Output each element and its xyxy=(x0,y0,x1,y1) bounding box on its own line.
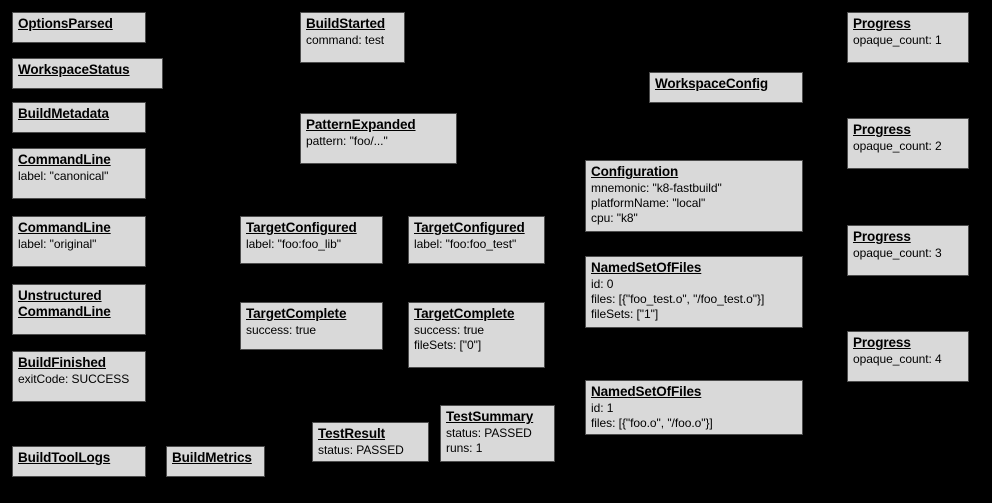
node-title: TestResult xyxy=(318,426,386,441)
node-fields: label: "canonical" xyxy=(18,169,109,184)
node-title: BuildMetadata xyxy=(18,106,109,121)
node-build-tool-logs[interactable]: BuildToolLogs xyxy=(12,446,146,477)
node-fields: command: test xyxy=(306,33,385,48)
node-test-summary[interactable]: TestSummary status: PASSED runs: 1 xyxy=(440,405,555,462)
node-title: PatternExpanded xyxy=(306,117,416,132)
node-build-metrics[interactable]: BuildMetrics xyxy=(166,446,265,477)
node-workspace-status[interactable]: WorkspaceStatus xyxy=(12,58,163,89)
node-named-set-of-files-1[interactable]: NamedSetOfFiles id: 1 files: [{"foo.o", "… xyxy=(585,380,803,435)
node-title: BuildStarted xyxy=(306,16,386,31)
node-title: NamedSetOfFiles xyxy=(591,260,702,275)
node-title: Progress xyxy=(853,229,911,244)
node-title: TestSummary xyxy=(446,409,534,424)
node-title: OptionsParsed xyxy=(18,16,113,31)
node-title: Progress xyxy=(853,122,911,137)
node-title: Progress xyxy=(853,16,911,31)
node-target-complete-lib[interactable]: TargetComplete success: true xyxy=(240,302,383,350)
node-target-configured-test[interactable]: TargetConfigured label: "foo:foo_test" xyxy=(408,216,545,264)
node-fields: exitCode: SUCCESS xyxy=(18,372,130,387)
node-title: BuildFinished xyxy=(18,355,106,370)
node-fields: success: true xyxy=(246,323,317,338)
node-fields: pattern: "foo/..." xyxy=(306,134,388,149)
node-fields: id: 0 files: [{"foo_test.o", "/foo_test.… xyxy=(591,277,765,321)
node-command-line-canonical[interactable]: CommandLine label: "canonical" xyxy=(12,148,146,199)
node-progress-2[interactable]: Progress opaque_count: 2 xyxy=(847,118,969,169)
node-progress-4[interactable]: Progress opaque_count: 4 xyxy=(847,331,969,382)
node-fields: id: 1 files: [{"foo.o", "/foo.o"}] xyxy=(591,401,713,431)
node-title: WorkspaceConfig xyxy=(655,76,769,91)
node-title: BuildMetrics xyxy=(172,450,252,465)
node-title: Unstructured CommandLine xyxy=(18,288,111,320)
node-fields: label: "original" xyxy=(18,237,97,252)
node-target-configured-lib[interactable]: TargetConfigured label: "foo:foo_lib" xyxy=(240,216,383,264)
node-pattern-expanded[interactable]: PatternExpanded pattern: "foo/..." xyxy=(300,113,457,164)
node-test-result[interactable]: TestResult status: PASSED xyxy=(312,422,429,462)
node-title: CommandLine xyxy=(18,152,111,167)
node-command-line-original[interactable]: CommandLine label: "original" xyxy=(12,216,146,267)
node-title: NamedSetOfFiles xyxy=(591,384,702,399)
node-fields: opaque_count: 2 xyxy=(853,139,942,154)
node-title: TargetComplete xyxy=(414,306,515,321)
node-title: TargetConfigured xyxy=(246,220,357,235)
node-title: TargetComplete xyxy=(246,306,347,321)
node-title: WorkspaceStatus xyxy=(18,62,130,77)
node-progress-3[interactable]: Progress opaque_count: 3 xyxy=(847,225,969,276)
node-title: BuildToolLogs xyxy=(18,450,111,465)
node-fields: mnemonic: "k8-fastbuild" platformName: "… xyxy=(591,181,722,225)
node-named-set-of-files-0[interactable]: NamedSetOfFiles id: 0 files: [{"foo_test.… xyxy=(585,256,803,328)
node-fields: opaque_count: 1 xyxy=(853,33,942,48)
node-fields: label: "foo:foo_test" xyxy=(414,237,517,252)
node-options-parsed[interactable]: OptionsParsed xyxy=(12,12,146,43)
node-fields: opaque_count: 4 xyxy=(853,352,942,367)
node-build-finished[interactable]: BuildFinished exitCode: SUCCESS xyxy=(12,351,146,402)
node-fields: status: PASSED xyxy=(318,443,404,458)
node-fields: success: true fileSets: ["0"] xyxy=(414,323,485,353)
node-configuration[interactable]: Configuration mnemonic: "k8-fastbuild" pl… xyxy=(585,160,803,232)
node-progress-1[interactable]: Progress opaque_count: 1 xyxy=(847,12,969,63)
node-build-metadata[interactable]: BuildMetadata xyxy=(12,102,146,133)
node-build-started[interactable]: BuildStarted command: test xyxy=(300,12,405,63)
node-fields: label: "foo:foo_lib" xyxy=(246,237,341,252)
node-title: TargetConfigured xyxy=(414,220,525,235)
node-title: Progress xyxy=(853,335,911,350)
node-workspace-config[interactable]: WorkspaceConfig xyxy=(649,72,803,103)
node-title: CommandLine xyxy=(18,220,111,235)
node-target-complete-test[interactable]: TargetComplete success: true fileSets: ["… xyxy=(408,302,545,368)
node-fields: opaque_count: 3 xyxy=(853,246,942,261)
node-fields: status: PASSED runs: 1 xyxy=(446,426,532,456)
node-unstructured-command-line[interactable]: Unstructured CommandLine xyxy=(12,284,146,335)
node-title: Configuration xyxy=(591,164,679,179)
